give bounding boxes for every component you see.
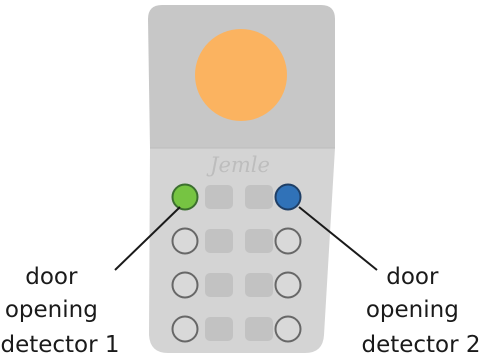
brand-logo-text: Jemle (206, 153, 270, 177)
key-pad (245, 185, 273, 209)
indicator-ring (274, 271, 302, 299)
indicator-ring (171, 315, 199, 343)
label-detector-1-line-3: detector 1 (0, 332, 119, 358)
keypad-grid (171, 183, 302, 343)
key-pad (245, 317, 273, 341)
key-pad (205, 317, 233, 341)
label-detector-2-line-2: opening (366, 297, 459, 323)
key-pad (245, 229, 273, 253)
label-detector-2-line-3: detector 2 (361, 332, 480, 358)
leader-line-left (114, 206, 181, 271)
key-pad (205, 185, 233, 209)
key-pad (205, 273, 233, 297)
orange-lamp (195, 29, 287, 121)
leader-line-right (298, 206, 378, 271)
indicator-ring (274, 315, 302, 343)
key-pad (205, 229, 233, 253)
indicator-ring (171, 271, 199, 299)
label-detector-1-line-1: door (25, 264, 78, 290)
label-detector-2: door opening detector 2 (361, 264, 480, 358)
indicator-ring (274, 227, 302, 255)
blue-indicator-light (274, 183, 302, 211)
label-detector-2-line-1: door (386, 264, 439, 290)
label-detector-1: door opening detector 1 (0, 264, 119, 358)
green-indicator-light (171, 183, 199, 211)
label-detector-1-line-2: opening (5, 297, 98, 323)
indicator-ring (171, 227, 199, 255)
key-pad (245, 273, 273, 297)
